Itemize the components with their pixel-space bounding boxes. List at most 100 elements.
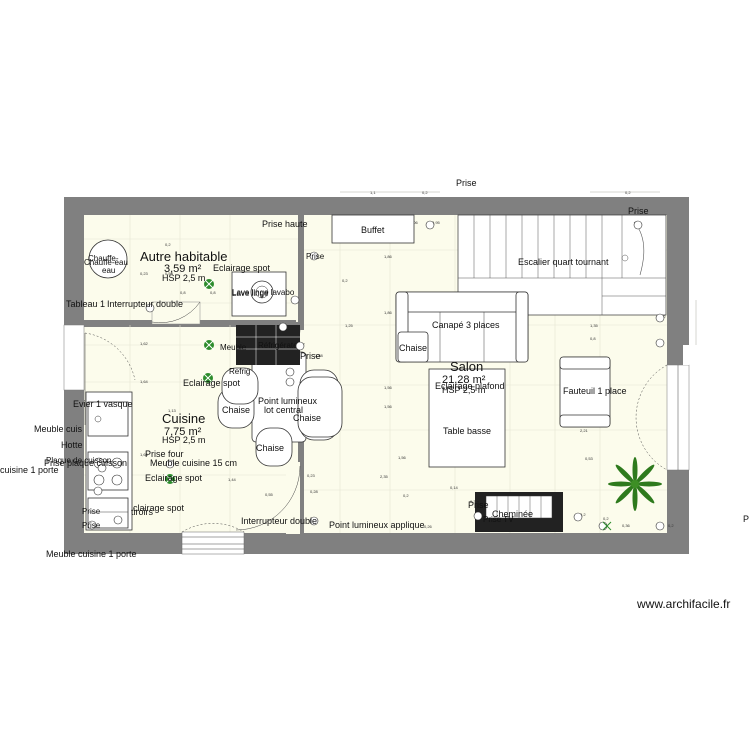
interrupteur-label-1: Interrupteur double [107,299,183,309]
svg-text:1,56: 1,56 [384,404,393,409]
svg-text:1,86: 1,86 [384,254,393,259]
room-cuisine-area: 7,75 m² [164,426,202,438]
eclairage-plafond-label: Eclairage plafond [435,381,505,391]
chair-salon-label: Chaise [399,343,427,353]
staircase-label: Escalier quart tournant [518,257,609,267]
svg-text:0,23: 0,23 [307,473,316,478]
meuble-1-porte-label: Meuble cuisine 1 porte [46,549,137,559]
lave-linge-label-2: Lave linge [232,289,269,298]
window-left[interactable] [63,324,85,391]
watermark: www.archifacile.fr [637,597,731,611]
meuble-15-label: Meuble cuisine 15 cm [150,458,237,468]
cooktop[interactable] [87,451,129,491]
washing-machine[interactable] [231,271,287,317]
refrig-label: Refrig [229,367,250,376]
eclairage-spot-2: Eclairage spot [183,378,241,388]
cuisine-1-porte-label: cuisine 1 porte [0,465,59,475]
svg-text:0,2: 0,2 [625,190,631,195]
room-cuisine-name: Cuisine [162,411,205,426]
svg-text:0,59: 0,59 [165,271,174,276]
point-central-label-2: lot central [264,405,303,415]
right-wall-opening [683,345,689,365]
socket-icons [87,220,665,531]
room-cuisine-hsp: HSP 2,5 m [162,435,205,445]
hotte-label: Hotte [61,440,83,450]
room-salon-hsp: HSP 2,5 m [442,385,485,395]
svg-text:1,64: 1,64 [140,452,149,457]
plant-icon [608,457,662,511]
prise-stair-label: Prise [628,206,649,216]
prise-top-label: Prise [456,178,477,188]
water-heater [88,239,128,279]
svg-text:0,2: 0,2 [603,516,609,521]
svg-text:1,35: 1,35 [590,323,599,328]
wall-cuisine-salon-lower [298,378,304,533]
sofa-label: Canapé 3 places [432,320,500,330]
svg-text:0,36: 0,36 [622,523,631,528]
chauffe-eau-label-2: Chauffe-eau [84,258,128,267]
armchair[interactable] [559,356,611,428]
svg-text:0,2: 0,2 [165,242,171,247]
fireplace-label: Cheminée [492,509,533,519]
entrance-door[interactable] [181,531,245,555]
svg-text:2,88: 2,88 [315,353,324,358]
svg-text:0,23: 0,23 [140,271,149,276]
room-autre-area: 3,59 m² [164,263,202,275]
sink[interactable] [87,401,129,437]
svg-text:0,95: 0,95 [432,220,441,225]
dining-set[interactable] [217,351,343,467]
room-salon-name: Salon [450,359,483,374]
meuble-label: Meuble [220,343,247,352]
svg-text:1,44: 1,44 [228,477,237,482]
svg-text:2,21: 2,21 [580,428,589,433]
chair-label-1: Chaise [222,405,250,415]
prise-cuisine-label-1: Prise [82,507,101,516]
plaque-label: Plaque de cuisson [46,456,111,465]
interrupteur-label-2: Interrupteur double [241,516,317,526]
chair-salon[interactable] [397,331,429,363]
svg-text:0,28: 0,28 [310,489,319,494]
eclairage-spot-4: clairage spot [133,503,185,513]
coffee-table[interactable] [428,368,506,468]
light-fixture-icon [164,278,612,531]
svg-text:1,13: 1,13 [168,408,177,413]
svg-text:0,14: 0,14 [450,485,459,490]
svg-text:1,56: 1,56 [398,455,407,460]
svg-text:0,2: 0,2 [580,512,586,517]
svg-text:0,8: 0,8 [180,290,186,295]
svg-text:1,56: 1,56 [384,385,393,390]
armchair-label: Fauteuil 1 place [563,386,627,396]
buffet[interactable] [331,214,415,244]
sofa[interactable] [395,291,529,363]
prise-salon-label: Prise [306,252,325,261]
svg-text:0,2: 0,2 [422,190,428,195]
prise-salon-bottom-label: Prise [468,500,489,510]
buffet-label: Buffet [361,225,385,235]
svg-text:1,62: 1,62 [140,341,149,346]
eclairage-spot-1: Eclairage spot [213,263,271,273]
room-autre-hsp: HSP 2,5 m [162,273,205,283]
svg-text:0,32: 0,32 [470,499,479,504]
svg-text:1,64: 1,64 [140,379,149,384]
prise-mid-label: Prise [300,351,321,361]
lave-linge-label: Lave linge lavabo [232,288,295,297]
door-bottom-inner[interactable] [286,462,300,534]
door-autre[interactable] [151,301,201,325]
room-salon-area: 21,28 m² [442,374,486,386]
prise-haute-label: Prise haute [262,219,308,229]
svg-text:0,26: 0,26 [424,524,433,529]
evier-label: Evier 1 vasque [73,399,133,409]
meuble-cuis-label: Meuble cuis [34,424,83,434]
point-applique-label: Point lumineux applique [329,520,425,530]
wall-cuisine-salon-upper [298,215,304,330]
svg-text:0,55: 0,55 [265,492,274,497]
tableau-label: Tableau 1 [66,299,105,309]
svg-text:0,8: 0,8 [590,336,596,341]
svg-text:1,25: 1,25 [345,323,354,328]
fridge-unit [236,325,300,365]
coffee-table-label: Table basse [443,426,491,436]
svg-text:0,2: 0,2 [342,278,348,283]
eclairage-spot-3: Eclairage spot [145,473,203,483]
prise-tv-label: Prise TV [483,515,514,524]
svg-text:0,2: 0,2 [403,493,409,498]
